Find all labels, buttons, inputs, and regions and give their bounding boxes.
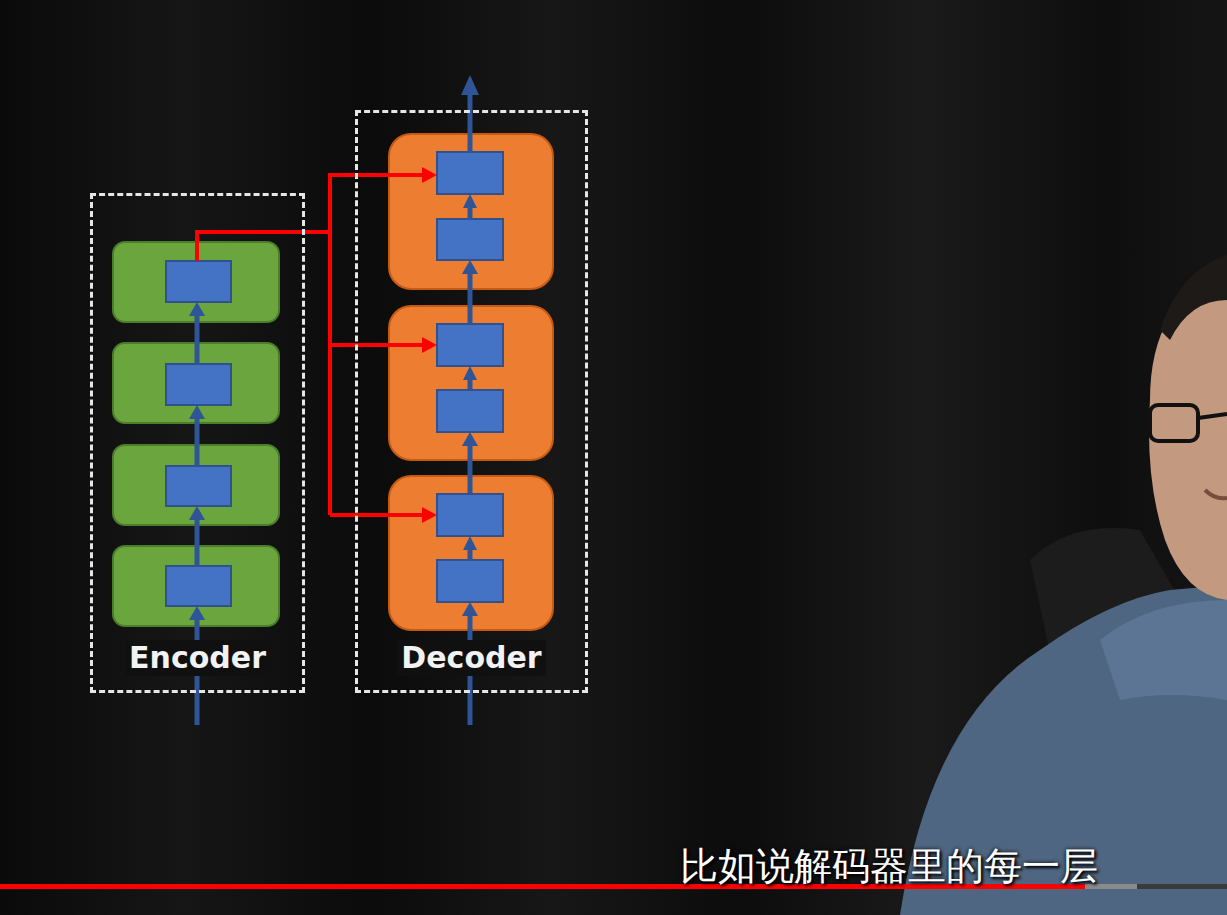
subtitle-caption: 比如说解码器里的每一层 <box>680 843 1098 889</box>
group-label: Decoder <box>397 640 545 676</box>
cross-attention-heads <box>422 337 437 523</box>
decoder-flow-arrows <box>461 75 479 725</box>
connector-line <box>305 175 424 232</box>
group-box: Encoder <box>90 193 305 693</box>
arrowhead <box>422 167 437 183</box>
cross-attention-arrow <box>305 167 437 232</box>
presenter-figure <box>900 255 1227 915</box>
cross-attention-wires <box>197 175 424 515</box>
decoder-layers <box>389 134 553 630</box>
group-label: Encoder <box>125 640 270 676</box>
encoder-layers <box>113 242 279 626</box>
group-box: Decoder <box>355 110 588 693</box>
